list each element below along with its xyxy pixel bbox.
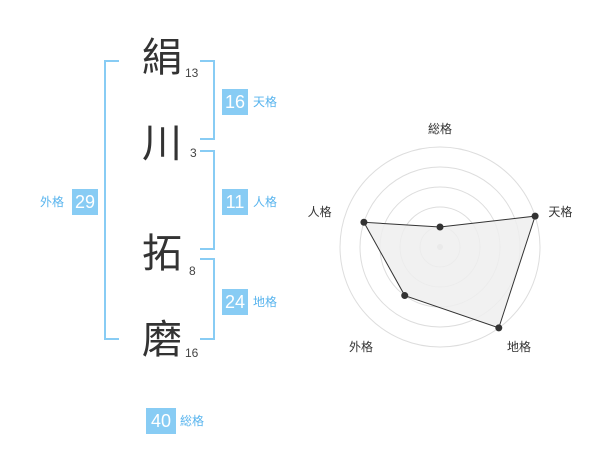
chikaku-bracket [200,258,215,340]
radar-polygon [363,215,536,329]
soukaku-label: 総格 [180,414,205,428]
radar-axis-label: 地格 [507,339,531,354]
radar-point [495,324,503,332]
stroke-count-1: 13 [185,66,199,80]
radar-point [401,292,409,300]
soukaku-value: 40 [146,408,176,434]
tenkaku-bracket [200,60,215,140]
radar-axis-label: 外格 [349,339,373,354]
name-char-2: 川 [142,121,182,167]
tenkaku-value: 16 [222,89,248,115]
name-char-1: 絹 [142,35,182,81]
name-char-3: 拓 [142,231,182,277]
radar-ring [339,146,541,348]
stroke-count-2: 3 [190,146,197,160]
gaikaku-value: 29 [72,189,98,215]
radar-point [360,218,368,226]
jinkaku-label: 人格 [253,195,278,209]
radar-axis-label: 総格 [428,121,452,136]
name-char-4: 磨 [142,317,182,363]
gaikaku-label: 外格 [40,195,65,209]
stroke-count-4: 16 [185,346,199,360]
radar-axis-label: 人格 [308,204,332,219]
jinkaku-value: 11 [222,189,248,215]
jinkaku-bracket [200,150,215,250]
gaikaku-bracket [104,60,119,340]
radar-point [436,223,444,231]
radar-point [531,212,539,220]
chikaku-label: 地格 [253,295,278,309]
tenkaku-label: 天格 [253,95,278,109]
stroke-count-3: 8 [189,264,196,278]
radar-axis-label: 天格 [548,204,572,219]
chikaku-value: 24 [222,289,248,315]
